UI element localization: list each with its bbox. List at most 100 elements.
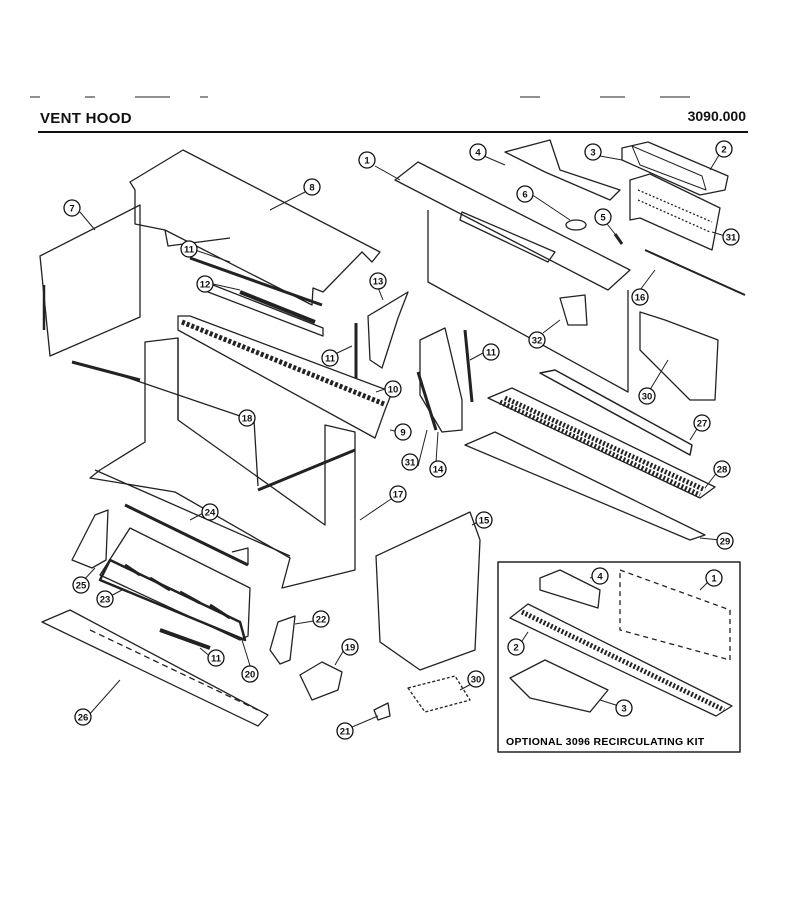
callout: 28 bbox=[713, 460, 731, 478]
callout: 5 bbox=[594, 208, 612, 226]
housing-top bbox=[394, 161, 631, 291]
bracket bbox=[71, 509, 109, 569]
callout: 25 bbox=[72, 576, 90, 594]
side-panel bbox=[39, 204, 141, 357]
bracket bbox=[269, 615, 296, 665]
grille-bar-texture bbox=[181, 319, 385, 407]
callout: 17 bbox=[389, 485, 407, 503]
lower-grille bbox=[487, 387, 716, 499]
strip bbox=[207, 282, 324, 337]
header-rule bbox=[38, 131, 748, 133]
svg-text:17: 17 bbox=[393, 490, 404, 501]
filter-frame-texture bbox=[637, 189, 713, 233]
kit-border bbox=[497, 561, 741, 753]
svg-text:14: 14 bbox=[433, 465, 444, 476]
callout: 30 bbox=[467, 670, 485, 688]
clip bbox=[613, 233, 624, 245]
strip bbox=[159, 628, 211, 650]
switch bbox=[299, 661, 343, 701]
svg-text:32: 32 bbox=[532, 336, 543, 347]
svg-text:10: 10 bbox=[388, 385, 399, 396]
callout: 4 bbox=[469, 143, 487, 161]
callout: 9 bbox=[394, 423, 412, 441]
callout: 3 bbox=[584, 143, 602, 161]
callout: 21 bbox=[336, 722, 354, 740]
blower-assembly bbox=[99, 527, 251, 641]
rail bbox=[189, 256, 323, 307]
main-housing bbox=[89, 337, 356, 589]
svg-text:6: 6 bbox=[522, 190, 527, 201]
kit-housing bbox=[619, 569, 731, 661]
callout: 22 bbox=[312, 610, 330, 628]
baffle-rod bbox=[416, 371, 438, 431]
bottom-panel-edge bbox=[89, 629, 263, 713]
svg-text:20: 20 bbox=[245, 670, 256, 681]
callout: 19 bbox=[341, 638, 359, 656]
switch-small bbox=[373, 702, 391, 721]
rod-leader bbox=[104, 369, 259, 487]
front-channel bbox=[464, 431, 706, 541]
trim-strip bbox=[539, 369, 693, 456]
svg-text:2: 2 bbox=[721, 145, 726, 156]
support-rod bbox=[257, 448, 356, 492]
callout: 1 bbox=[705, 569, 723, 587]
callout: 32 bbox=[528, 331, 546, 349]
svg-text:13: 13 bbox=[373, 277, 384, 288]
callout: 15 bbox=[475, 511, 493, 529]
strip bbox=[463, 329, 474, 403]
model-number: 3090.000 bbox=[687, 108, 746, 124]
svg-text:1: 1 bbox=[364, 156, 370, 167]
blower-detail bbox=[124, 563, 231, 620]
callout: 1 bbox=[358, 151, 376, 169]
callout: 27 bbox=[693, 414, 711, 432]
callout: 11 bbox=[207, 649, 225, 667]
svg-text:16: 16 bbox=[635, 293, 646, 304]
callout: 10 bbox=[384, 380, 402, 398]
top-cover bbox=[129, 149, 381, 306]
filter-frame bbox=[629, 173, 721, 251]
grille-bar bbox=[177, 315, 393, 439]
callout: 24 bbox=[201, 503, 219, 521]
svg-text:24: 24 bbox=[205, 508, 216, 519]
callout: 18 bbox=[238, 409, 256, 427]
callout: 4 bbox=[591, 567, 609, 585]
svg-text:30: 30 bbox=[471, 675, 482, 686]
rail-bracket bbox=[231, 547, 249, 565]
svg-text:12: 12 bbox=[200, 280, 211, 291]
grille-texture bbox=[498, 395, 707, 498]
callout: 20 bbox=[241, 665, 259, 683]
svg-text:19: 19 bbox=[345, 643, 356, 654]
kit-label: OPTIONAL 3096 RECIRCULATING KIT bbox=[506, 736, 705, 748]
strip-fill bbox=[239, 290, 316, 324]
svg-text:11: 11 bbox=[211, 654, 222, 665]
callout: 12 bbox=[196, 275, 214, 293]
access-panel bbox=[375, 511, 481, 671]
svg-text:3: 3 bbox=[621, 704, 626, 715]
svg-text:21: 21 bbox=[340, 727, 351, 738]
callout: 8 bbox=[303, 178, 321, 196]
callout: 11 bbox=[482, 343, 500, 361]
reflector bbox=[639, 311, 719, 401]
kit-grille-texture bbox=[520, 609, 726, 713]
baffle bbox=[419, 327, 463, 433]
svg-text:7: 7 bbox=[69, 204, 74, 215]
callout: 30 bbox=[638, 387, 656, 405]
svg-text:11: 11 bbox=[184, 245, 195, 256]
callout: 31 bbox=[401, 453, 419, 471]
svg-text:27: 27 bbox=[697, 419, 708, 430]
callout: 3 bbox=[615, 699, 633, 717]
knob bbox=[565, 219, 587, 231]
kit-grille bbox=[509, 603, 733, 717]
svg-text:31: 31 bbox=[726, 233, 737, 244]
callout: 11 bbox=[180, 240, 198, 258]
callout: 13 bbox=[369, 272, 387, 290]
svg-text:9: 9 bbox=[400, 428, 405, 439]
svg-text:26: 26 bbox=[78, 713, 89, 724]
svg-text:8: 8 bbox=[309, 183, 314, 194]
housing-motor bbox=[559, 294, 588, 326]
svg-text:18: 18 bbox=[242, 414, 253, 425]
svg-text:3: 3 bbox=[590, 148, 595, 159]
kit-block bbox=[539, 569, 601, 609]
svg-text:4: 4 bbox=[475, 148, 481, 159]
